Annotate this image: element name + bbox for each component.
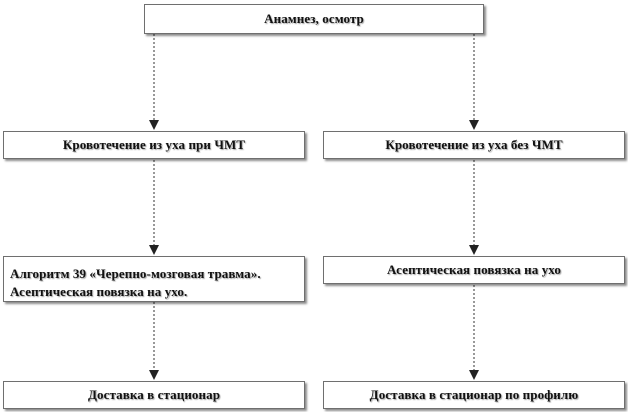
left-action-box: Алгоритм 39 «Черепно-мозговая травма». А… — [3, 256, 305, 302]
left-outcome-box: Доставка в стационар — [3, 381, 305, 409]
right-outcome-box: Доставка в стационар по профилю — [323, 381, 625, 409]
left-condition-label: Кровотечение из уха при ЧМТ — [62, 137, 246, 152]
left-action-line-2: Асептическая повязка на ухо. — [10, 284, 188, 299]
left-condition-box: Кровотечение из уха при ЧМТ — [3, 131, 305, 159]
top-box-anamnesis: Анамнез, осмотр — [144, 4, 484, 34]
top-box-label: Анамнез, осмотр — [264, 11, 364, 26]
right-condition-box: Кровотечение из уха без ЧМТ — [323, 131, 625, 159]
right-action-label: Асептическая повязка на ухо — [387, 262, 561, 277]
right-condition-label: Кровотечение из уха без ЧМТ — [385, 137, 563, 152]
right-action-box: Асептическая повязка на ухо — [323, 256, 625, 284]
right-outcome-label: Доставка в стационар по профилю — [369, 387, 579, 402]
left-action-line-1: Алгоритм 39 «Черепно-мозговая травма». — [10, 266, 261, 281]
left-outcome-label: Доставка в стационар — [87, 387, 221, 402]
